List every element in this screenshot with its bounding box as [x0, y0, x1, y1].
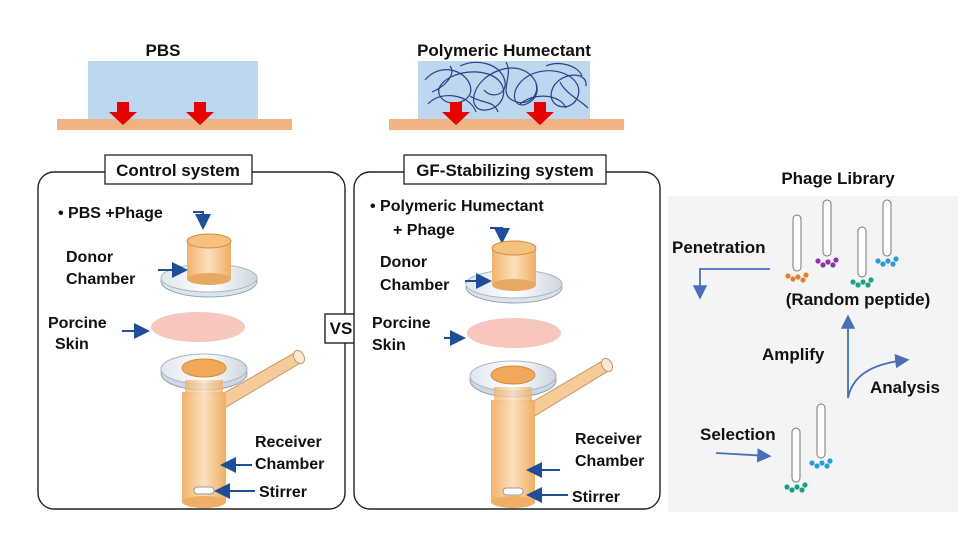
phage-library-tubes [785, 199, 899, 288]
penetration-arrow [692, 268, 770, 300]
gf-donor-label-line2: Chamber [380, 277, 449, 294]
control-receiver-label-line1: Receiver [255, 434, 322, 451]
gf-porcine-skin [467, 318, 561, 348]
phage-input-arrow [193, 211, 211, 230]
gf-receiver-label-line1: Receiver [575, 431, 642, 448]
red-arrow [442, 102, 470, 125]
gf-receiver-chamber [469, 357, 614, 508]
amplify-label: Amplify [762, 345, 825, 364]
phage-library-title: Phage Library [781, 169, 895, 188]
gf-bullet-line2: + Phage [393, 222, 455, 239]
humectant-label: Polymeric Humectant [417, 41, 591, 60]
control-bullet: • PBS +Phage [58, 205, 163, 222]
control-system-panel: Control system • PBS +Phage Donor Chambe… [37, 154, 346, 510]
analysis-arrow [847, 353, 910, 399]
control-donor-label-line2: Chamber [66, 271, 135, 288]
selected-phage-tubes [784, 403, 833, 493]
phage-tube [875, 199, 899, 267]
polymer-tangle [424, 61, 589, 113]
phage-tube [785, 214, 809, 283]
selection-arrow [715, 448, 772, 463]
red-arrow [109, 102, 137, 125]
gf-title: GF-Stabilizing system [416, 161, 594, 180]
control-donor-label-line1: Donor [66, 249, 113, 266]
gf-donor-label-line1: Donor [380, 254, 427, 271]
humectant-schematic: Polymeric Humectant [389, 41, 624, 130]
pbs-schematic: PBS [57, 41, 292, 130]
control-title: Control system [116, 161, 240, 180]
gf-title-box [403, 154, 607, 185]
pbs-skin-strip [57, 119, 292, 130]
pbs-label: PBS [146, 41, 181, 60]
phage-library-panel: Phage Library Penetration (Random peptid… [668, 169, 958, 512]
phage-panel-bg [668, 196, 958, 512]
control-skin-label-line2: Skin [55, 336, 89, 353]
penetration-label: Penetration [672, 238, 766, 257]
humectant-skin-strip [389, 119, 624, 130]
control-receiver-chamber [160, 349, 306, 508]
pbs-layer [88, 61, 258, 120]
vs-label: VS [330, 319, 353, 338]
phage-tube [784, 427, 808, 493]
control-title-box [104, 154, 253, 185]
gf-system-panel: GF-Stabilizing system • Polymeric Humect… [353, 154, 661, 510]
gf-skin-label-line2: Skin [372, 337, 406, 354]
gf-receiver-label-line2: Chamber [575, 453, 644, 470]
pbs-red-arrows [109, 102, 214, 125]
control-stirrer-label: Stirrer [259, 484, 307, 501]
red-arrow [526, 102, 554, 125]
phage-tube [815, 199, 839, 268]
gf-bullet-line1: • Polymeric Humectant [370, 198, 544, 215]
selection-label: Selection [700, 425, 776, 444]
control-porcine-skin [151, 312, 245, 342]
humectant-red-arrows [442, 102, 554, 125]
gf-stirrer-label: Stirrer [572, 489, 620, 506]
analysis-label: Analysis [870, 378, 940, 397]
vs-box [324, 313, 359, 344]
phage-tube [809, 403, 833, 469]
phage-tube [850, 226, 874, 288]
control-receiver-label-line2: Chamber [255, 456, 324, 473]
gf-phage-input-arrow [490, 227, 510, 244]
control-skin-label-line1: Porcine [48, 315, 107, 332]
gf-stirrer-bar [502, 487, 524, 496]
random-peptide-label: (Random peptide) [786, 290, 931, 309]
stirrer-bar [193, 486, 215, 495]
gf-skin-label-line1: Porcine [372, 315, 431, 332]
red-arrow [186, 102, 214, 125]
